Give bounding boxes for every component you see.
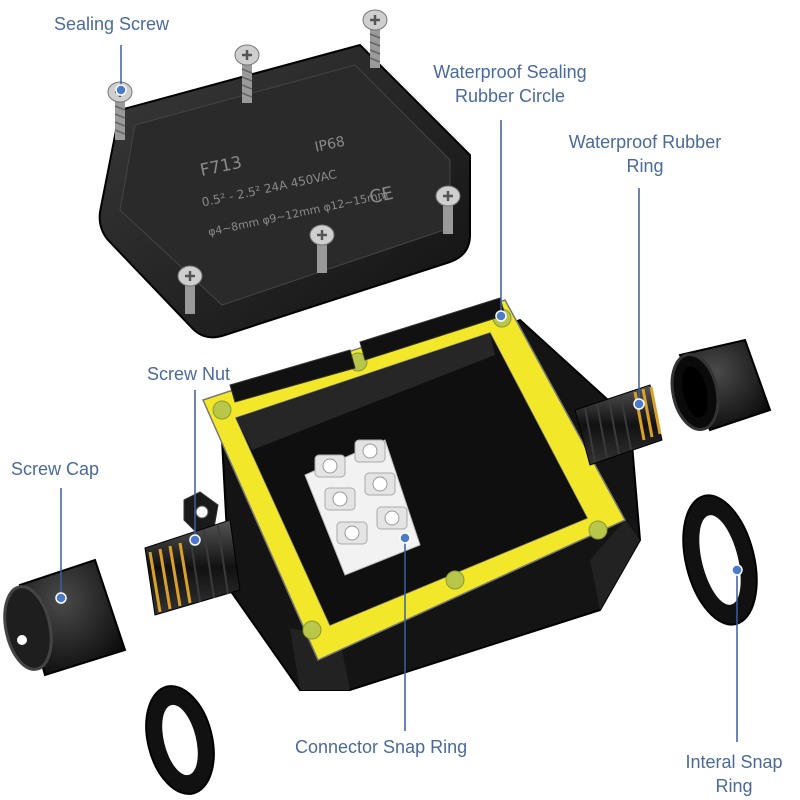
- box-body: [183, 297, 642, 691]
- snap-ring-icon: [145, 685, 215, 795]
- callout-waterproof-sealing-rubber-circle: Waterproof Sealing Rubber Circle: [400, 60, 620, 108]
- callout-gasket-line-1: Waterproof Sealing: [433, 62, 587, 82]
- screw-icon: [234, 44, 260, 103]
- callout-connector-snap-ring-text: Connector Snap Ring: [295, 737, 468, 757]
- snap-ring-icon: [682, 494, 758, 626]
- callout-screw-cap-text: Screw Cap: [11, 459, 100, 479]
- screw-icon: [362, 9, 388, 68]
- gasket-screw-holes: [212, 308, 608, 640]
- callout-interal-snap-ring: Interal Snap Ring: [670, 750, 798, 798]
- callout-screw-nut-text: Screw Nut: [147, 364, 231, 384]
- left-thread-gland: [144, 519, 241, 616]
- callout-rubber-ring-line-2: Ring: [626, 156, 664, 176]
- sealing-screws: [107, 9, 461, 314]
- callout-sealing-screw: Sealing Screw: [54, 12, 169, 36]
- cable-gland-icon: [670, 338, 772, 432]
- screw-icon: [435, 185, 461, 234]
- callout-interal-snap-ring-line-2: Ring: [715, 776, 753, 796]
- callout-screw-cap: Screw Cap: [11, 457, 99, 481]
- cable-gland-icon: [3, 558, 127, 677]
- leader-lines: [60, 45, 738, 742]
- terminal-block-icon: [304, 439, 421, 576]
- lid-rating-text: IP68: [313, 134, 346, 156]
- screw-icon: [309, 224, 335, 273]
- callout-interal-snap-ring-line-1: Interal Snap: [685, 752, 783, 772]
- callout-rubber-ring-line-1: Waterproof Rubber: [568, 132, 722, 152]
- callout-gasket-line-2: Rubber Circle: [454, 86, 566, 106]
- callout-connector-snap-ring: Connector Snap Ring: [295, 735, 467, 759]
- lid: F713 IP68 0.5² - 2.5² 24A 450VAC φ4~8mm …: [98, 43, 471, 339]
- callout-sealing-screw-text: Sealing Screw: [54, 14, 170, 34]
- callout-waterproof-rubber-ring: Waterproof Rubber Ring: [545, 130, 745, 178]
- callout-screw-nut: Screw Nut: [147, 362, 230, 386]
- lid-ce-mark: CE: [368, 183, 396, 209]
- screw-icon: [177, 265, 203, 314]
- screw-nut-icon: [195, 505, 209, 519]
- leader-dots: [55, 84, 743, 604]
